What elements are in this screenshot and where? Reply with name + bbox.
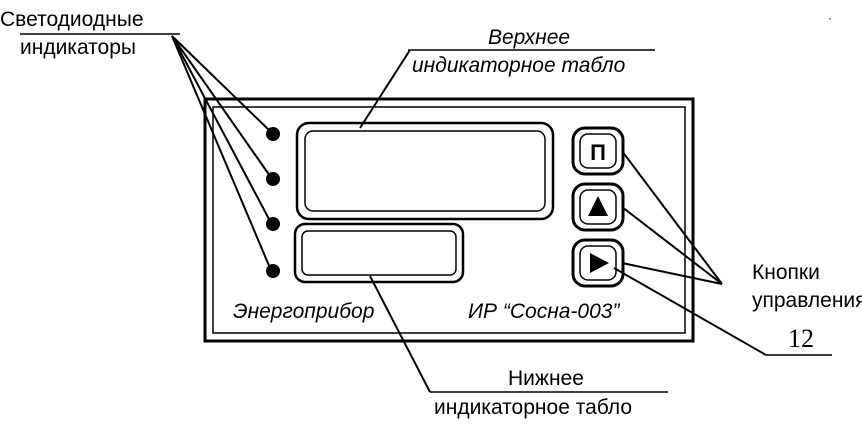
right-button[interactable]	[571, 238, 625, 288]
led-leader-3	[171, 35, 271, 222]
up-button[interactable]	[571, 182, 625, 232]
lower-leader	[369, 275, 431, 393]
upper-label-line1: Верхнее	[488, 26, 570, 49]
led-leader-4	[171, 35, 271, 269]
lower-display-inner	[301, 230, 457, 276]
triangle-up-icon	[588, 196, 608, 216]
buttons-leader-2	[621, 206, 723, 285]
upper-label-line2: индикаторное табло	[412, 54, 626, 77]
led-label-line1: Светодиодные	[0, 8, 144, 31]
upper-display-inner	[304, 130, 546, 212]
buttons-label-line2: управления	[752, 289, 862, 312]
upper-leader	[359, 49, 411, 129]
program-button-label: П	[590, 140, 606, 165]
corner-mark: ·	[828, 11, 832, 25]
upper-display-outer	[295, 121, 555, 221]
device-outer-frame	[203, 97, 695, 343]
callout-number-leader	[613, 267, 767, 356]
lower-label-line2: индикаторное табло	[434, 396, 632, 419]
led-leader-1	[171, 35, 271, 132]
led-4	[266, 264, 280, 278]
led-leader-2	[171, 35, 271, 177]
brand-text: Энергоприбор	[233, 300, 374, 323]
led-label-line2: индикаторы	[20, 36, 136, 59]
callout-number: 12	[788, 324, 814, 353]
model-text: ИР “Сосна-003”	[468, 300, 620, 323]
lower-label-line1: Нижнее	[508, 367, 584, 390]
triangle-right-icon	[590, 253, 609, 273]
buttons-leader-3	[621, 262, 723, 285]
buttons-label-line1: Кнопки	[752, 261, 820, 284]
lower-display-outer	[293, 222, 465, 284]
device-inner-frame	[212, 106, 686, 334]
program-button[interactable]: П	[571, 126, 625, 176]
buttons-leader-1	[621, 150, 723, 285]
